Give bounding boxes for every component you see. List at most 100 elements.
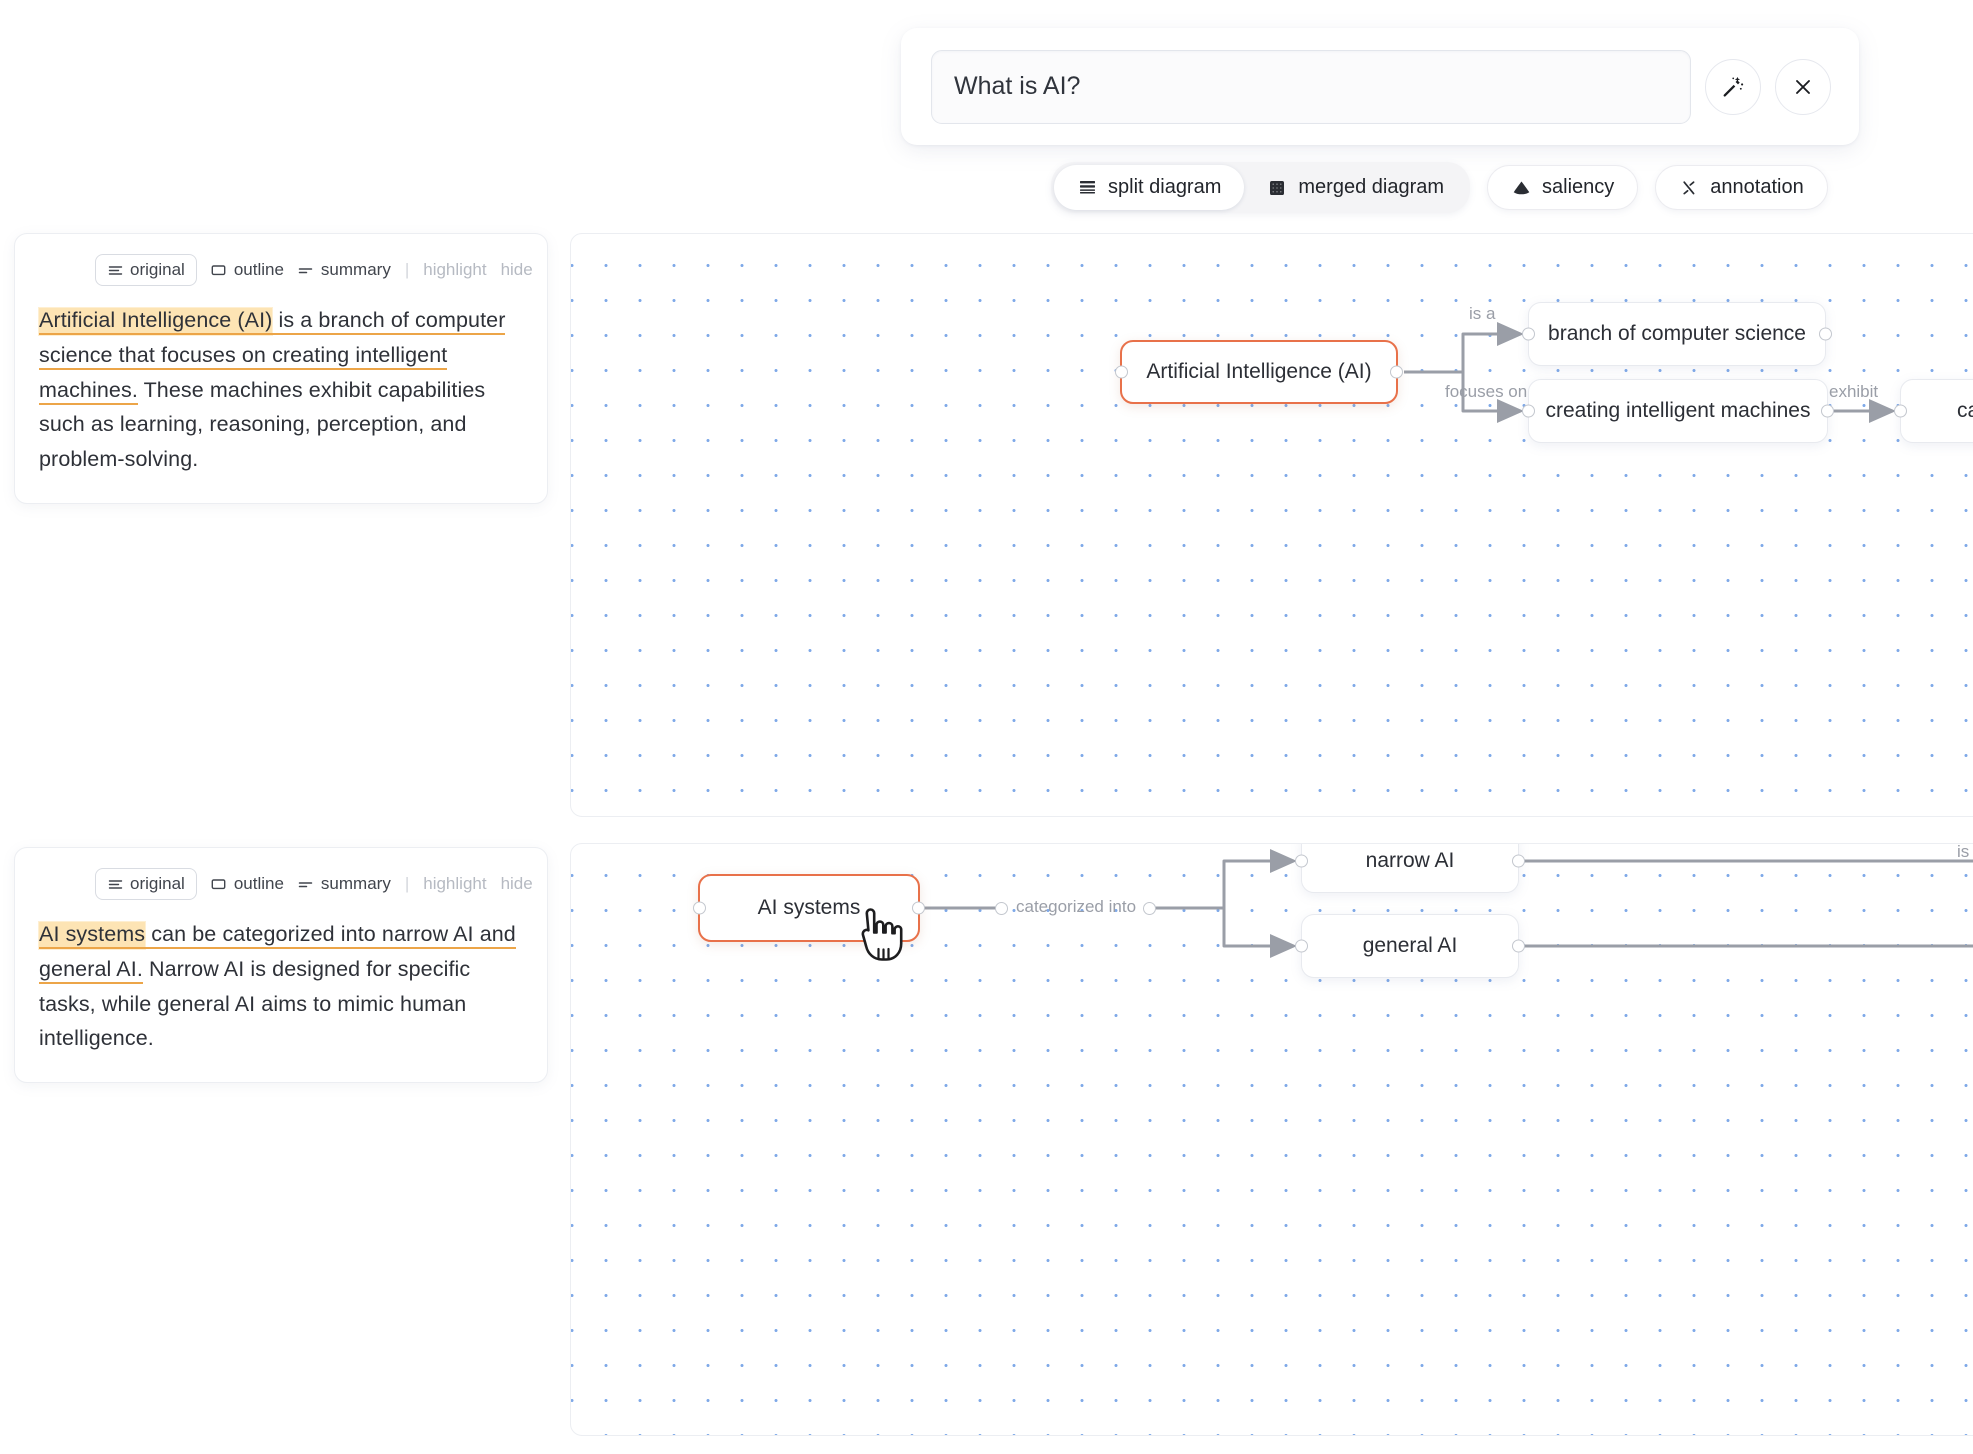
mode-chip-label: saliency bbox=[1542, 176, 1615, 198]
diagram-node-creating-intelligent-machines[interactable]: creating intelligent machines bbox=[1522, 379, 1834, 443]
diagram-canvas-2[interactable]: categorized into is d AI systems narrow … bbox=[570, 843, 1973, 1436]
mode-toolbar: split diagram merged diagram bbox=[1051, 162, 1828, 213]
text-panel-2: original outline summary | bbox=[14, 847, 548, 1084]
flow-1: is a focuses on exhibit Artificial Intel… bbox=[571, 234, 1973, 816]
text-panel-toolbar: original outline summary | bbox=[39, 868, 533, 900]
text-panel-1: original outline summary | bbox=[14, 233, 548, 505]
edge-label-exhibit: exhibit bbox=[1829, 382, 1879, 401]
node-handle-right[interactable] bbox=[1390, 365, 1403, 379]
mode-chip-split-diagram[interactable]: split diagram bbox=[1054, 165, 1245, 210]
lines-icon bbox=[107, 262, 123, 278]
view-toggle-outline[interactable]: outline bbox=[211, 874, 284, 894]
view-toggle-summary[interactable]: summary bbox=[298, 874, 391, 894]
prompt-bar bbox=[901, 28, 1859, 145]
two-lines-icon bbox=[298, 876, 314, 892]
edge-label-categorized-into: categorized into bbox=[1016, 897, 1137, 916]
view-toggle-original[interactable]: original bbox=[95, 868, 197, 900]
view-toggle-outline[interactable]: outline bbox=[211, 260, 284, 280]
diagram-node-narrow-ai[interactable]: narrow AI bbox=[1295, 844, 1525, 893]
highlight-toggle[interactable]: highlight bbox=[423, 260, 486, 280]
highlight-toggle-label: highlight bbox=[423, 260, 487, 279]
toolbar-separator: | bbox=[404, 260, 410, 279]
close-button[interactable] bbox=[1775, 58, 1831, 115]
node-handle-left[interactable] bbox=[1894, 404, 1907, 418]
edge-categorized-into-narrow[interactable] bbox=[1149, 849, 1297, 910]
toolbar-separator: | bbox=[404, 874, 410, 893]
view-toggle-summary-label: summary bbox=[320, 260, 391, 279]
node-handle-left[interactable] bbox=[693, 901, 706, 915]
edge-handle-source[interactable] bbox=[995, 902, 1008, 915]
mode-chip-label: annotation bbox=[1710, 176, 1804, 198]
node-label: capabilities bbox=[1957, 399, 1973, 422]
mode-chip-annotation[interactable]: annotation bbox=[1655, 165, 1828, 210]
edge-categorized-into-general[interactable] bbox=[1149, 906, 1297, 958]
hide-toggle-label: hide bbox=[500, 260, 533, 279]
two-lines-icon bbox=[298, 262, 314, 278]
node-label: creating intelligent machines bbox=[1545, 399, 1811, 422]
node-handle-right[interactable] bbox=[1819, 327, 1832, 341]
text-panel-body: AI systems can be categorized into narro… bbox=[39, 917, 523, 1056]
highlight-toggle[interactable]: highlight bbox=[423, 874, 486, 894]
diagram-node-artificial-intelligence[interactable]: Artificial Intelligence (AI) bbox=[1115, 340, 1403, 404]
highlighted-entity[interactable]: Artificial Intelligence (AI) bbox=[39, 308, 273, 335]
diagram-node-general-ai[interactable]: general AI bbox=[1295, 914, 1525, 978]
diagram-canvas-1[interactable]: is a focuses on exhibit Artificial Intel… bbox=[570, 233, 1973, 817]
magic-wand-icon bbox=[1720, 74, 1746, 100]
node-label: AI systems bbox=[757, 896, 861, 919]
hide-toggle[interactable]: hide bbox=[501, 874, 533, 894]
node-handle-left[interactable] bbox=[1115, 365, 1128, 379]
rectangle-icon bbox=[211, 262, 227, 278]
mode-chip-saliency[interactable]: saliency bbox=[1487, 165, 1639, 210]
edge-label-is-designed: is d bbox=[1957, 843, 1973, 861]
rectangle-icon bbox=[211, 876, 227, 892]
edge-handle-target[interactable] bbox=[1143, 902, 1156, 915]
pen-slash-icon bbox=[1679, 178, 1699, 198]
node-handle-left[interactable] bbox=[1522, 327, 1535, 341]
hide-toggle-label: hide bbox=[500, 874, 533, 893]
edge-layer bbox=[920, 849, 1973, 958]
flow-2: categorized into is d AI systems narrow … bbox=[571, 844, 1973, 1435]
node-handle-right[interactable] bbox=[1512, 939, 1525, 953]
node-handle-left[interactable] bbox=[1522, 404, 1535, 418]
diagram-mode-group: split diagram merged diagram bbox=[1051, 162, 1471, 213]
node-label: Artificial Intelligence (AI) bbox=[1146, 360, 1372, 383]
magic-wand-button[interactable] bbox=[1705, 58, 1761, 115]
view-toggle-summary[interactable]: summary bbox=[298, 260, 391, 280]
filled-square-icon bbox=[1267, 178, 1287, 198]
lines-icon bbox=[107, 876, 123, 892]
mode-chip-merged-diagram[interactable]: merged diagram bbox=[1244, 165, 1467, 210]
highlight-toggle-label: highlight bbox=[423, 874, 487, 893]
mode-chip-label: split diagram bbox=[1108, 176, 1222, 198]
edge-focuses-on[interactable] bbox=[1404, 370, 1524, 423]
node-handle-right[interactable] bbox=[912, 901, 925, 915]
diagram-node-ai-systems[interactable]: AI systems bbox=[693, 874, 925, 942]
underlined-clause[interactable]: can be categorized into narrow AI and ge… bbox=[39, 922, 516, 984]
edge-layer bbox=[1404, 322, 1896, 423]
node-handle-right[interactable] bbox=[1821, 404, 1834, 418]
diagram-node-branch-of-computer-science[interactable]: branch of computer science bbox=[1522, 302, 1832, 366]
close-icon bbox=[1791, 75, 1815, 99]
text-panel-body: Artificial Intelligence (AI) is a branch… bbox=[39, 303, 523, 477]
view-toggle-original[interactable]: original bbox=[95, 254, 197, 286]
plain-text: These machines exhibit capabilities such… bbox=[39, 377, 486, 472]
node-handle-right[interactable] bbox=[1512, 854, 1525, 868]
hide-toggle[interactable]: hide bbox=[501, 260, 533, 280]
search-input[interactable] bbox=[931, 49, 1691, 124]
highlighted-entity[interactable]: AI systems bbox=[39, 922, 146, 949]
plain-text: Narrow AI is designed for specific tasks… bbox=[39, 956, 471, 1051]
view-toggle-original-label: original bbox=[130, 260, 185, 279]
underlined-clause[interactable]: is a branch of computer science that foc… bbox=[39, 308, 506, 405]
edge-label-is-a: is a bbox=[1469, 304, 1496, 323]
node-label: branch of computer science bbox=[1548, 322, 1806, 345]
view-toggle-outline-label: outline bbox=[233, 260, 284, 279]
view-toggle-outline-label: outline bbox=[233, 874, 284, 893]
node-handle-left[interactable] bbox=[1295, 854, 1308, 868]
mode-chip-label: merged diagram bbox=[1298, 176, 1445, 198]
diagram-node-capabilities[interactable]: capabilities bbox=[1894, 379, 1973, 443]
node-handle-left[interactable] bbox=[1295, 939, 1308, 953]
stacked-lines-icon bbox=[1077, 178, 1097, 198]
edge-is-a[interactable] bbox=[1404, 322, 1524, 374]
view-toggle-summary-label: summary bbox=[320, 874, 391, 893]
view-toggle-original-label: original bbox=[130, 874, 185, 893]
